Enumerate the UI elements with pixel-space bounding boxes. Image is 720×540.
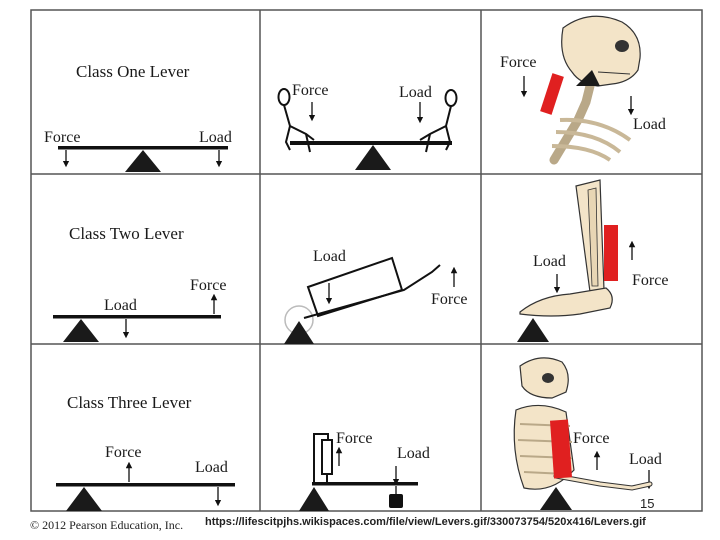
class-three-force-label: Force [105, 444, 141, 461]
source-url[interactable]: https://lifescitpjhs.wikispaces.com/file… [205, 516, 646, 528]
neck-force-label: Force [500, 54, 536, 71]
seesaw-force-label: Force [292, 82, 328, 99]
dumbbell-weight [389, 494, 403, 508]
seesaw-load-label: Load [399, 84, 432, 101]
panel-class-two: Class Two Lever Force Load [53, 224, 226, 342]
dumbbell-fulcrum [299, 487, 329, 511]
panel-wheelbarrow: Load Force [284, 248, 467, 344]
arm-force-label: Force [573, 430, 609, 447]
class-two-load-label: Load [104, 297, 137, 314]
foot-fulcrum [517, 318, 549, 342]
class-two-title: Class Two Lever [69, 224, 184, 243]
class-two-force-label: Force [190, 277, 226, 294]
panel-seesaw: Force Load [277, 82, 458, 170]
foot-load-label: Load [533, 253, 566, 270]
torso-skeleton-illustration [513, 357, 653, 491]
panel-class-one: Class One Lever Force Load [44, 62, 232, 172]
foot-force-label: Force [632, 272, 668, 289]
class-one-beam [58, 146, 228, 150]
neck-fulcrum [576, 70, 600, 86]
foot-muscle [604, 225, 618, 281]
class-three-beam [56, 483, 235, 487]
wheelbarrow-load-label: Load [313, 248, 346, 265]
panel-class-three: Class Three Lever Force Load [56, 393, 235, 511]
copyright-text: © 2012 Pearson Education, Inc. [30, 518, 184, 532]
arm-muscle [549, 419, 573, 479]
panel-arm: Force Load [513, 357, 662, 510]
class-one-title: Class One Lever [76, 62, 190, 81]
slide-number: 15 [640, 496, 655, 511]
neck-load-label: Load [633, 116, 666, 133]
wheelbarrow-fulcrum [284, 321, 314, 344]
seesaw-plank [290, 141, 452, 145]
class-three-title: Class Three Lever [67, 393, 192, 412]
class-two-fulcrum [63, 319, 99, 342]
dumbbell-arm-bar [312, 482, 418, 486]
dumbbell-load-label: Load [397, 445, 430, 462]
panel-foot: Load Force [517, 179, 668, 342]
wheelbarrow-force-label: Force [431, 291, 467, 308]
arm-load-label: Load [629, 451, 662, 468]
class-one-force-label: Force [44, 129, 80, 146]
panel-neck: Force Load [500, 15, 666, 165]
seesaw-fulcrum [355, 145, 391, 170]
class-three-fulcrum [66, 487, 102, 511]
dumbbell-force-label: Force [336, 430, 372, 447]
wheelbarrow-body [303, 256, 441, 319]
leg-bones-illustration [519, 179, 613, 317]
skull-illustration [549, 15, 641, 165]
dumbbell-frame [313, 433, 333, 484]
class-three-load-label: Load [195, 459, 228, 476]
arm-fulcrum [540, 487, 572, 510]
class-one-fulcrum [125, 150, 161, 172]
class-one-load-label: Load [199, 129, 232, 146]
grid-frame [30, 9, 703, 512]
class-two-beam [53, 315, 221, 319]
neck-muscle [540, 73, 564, 115]
panel-dumbbell: Force Load [299, 430, 430, 511]
